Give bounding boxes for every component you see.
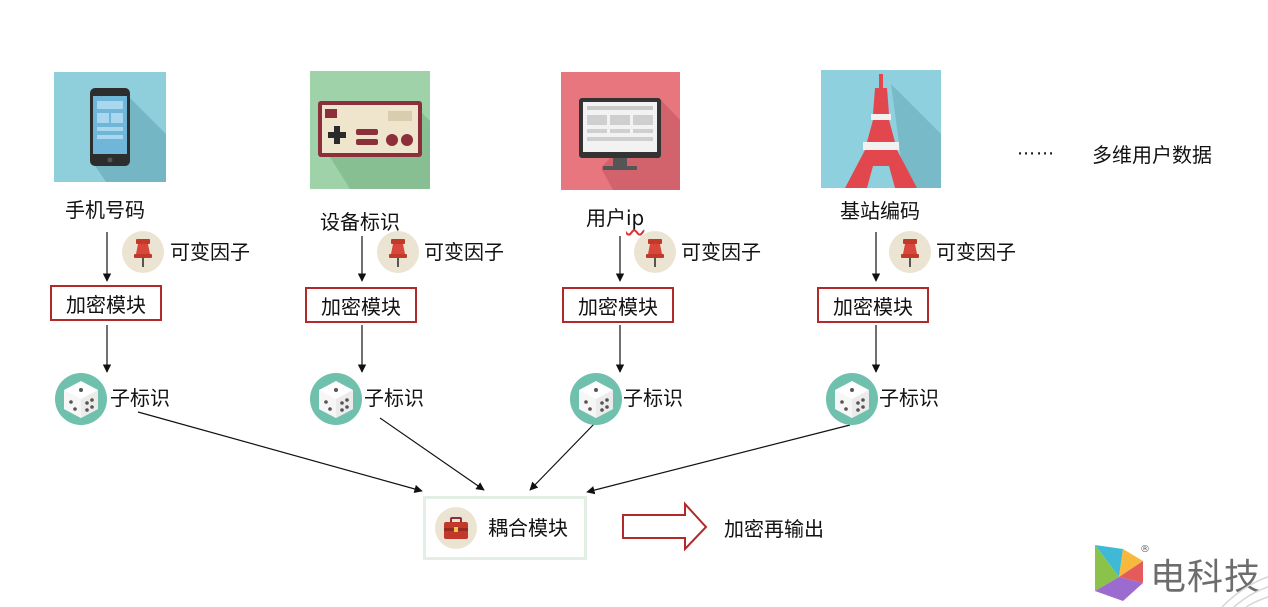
pushpin-icon [634, 231, 676, 273]
encrypt-module-3: 加密模块 [562, 287, 674, 323]
factor-label-2: 可变因子 [424, 240, 504, 264]
decorative-lines [1221, 576, 1268, 607]
factor-label-3: 可变因子 [681, 240, 761, 264]
dice-icon [826, 373, 878, 425]
sub-id-label-4: 子标识 [879, 386, 939, 410]
brand-logo-icon [1095, 545, 1143, 601]
pushpin-icon [122, 231, 164, 273]
more-data-label: 多维用户数据 [1092, 143, 1212, 167]
coupling-label: 耦合模块 [488, 516, 568, 540]
sub-id-label-3: 子标识 [623, 386, 683, 410]
dice-icon [310, 373, 362, 425]
source-label-station: 基站编码 [840, 199, 920, 223]
arrow-subid2-to-coupling [379, 417, 485, 491]
tower-icon [821, 70, 941, 188]
coupling-module: 耦合模块 [423, 496, 587, 560]
encrypt-module-1: 加密模块 [50, 285, 162, 321]
sub-id-label-2: 子标识 [364, 386, 424, 410]
game-controller-icon [310, 71, 430, 189]
source-label-device: 设备标识 [320, 210, 400, 234]
dice-icon [570, 373, 622, 425]
arrow-subid4-to-coupling [586, 424, 851, 495]
arrow-subid3-to-coupling [529, 421, 597, 491]
smartphone-icon [54, 72, 166, 182]
encrypt-module-2: 加密模块 [305, 287, 417, 323]
toolbox-icon [435, 507, 477, 549]
source-label-phone: 手机号码 [65, 198, 145, 222]
encrypt-module-4: 加密模块 [817, 287, 929, 323]
pushpin-icon [889, 231, 931, 273]
arrow-subid1-to-coupling [137, 411, 423, 494]
source-label-ip: 用户ip [586, 206, 645, 230]
output-label: 加密再输出 [724, 517, 824, 541]
ellipsis: ⋯⋯ [1017, 143, 1055, 164]
sub-id-label-1: 子标识 [110, 386, 170, 410]
dice-icon [55, 373, 107, 425]
factor-label-4: 可变因子 [936, 240, 1016, 264]
monitor-icon [561, 72, 680, 190]
output-arrow [622, 501, 708, 552]
factor-label-1: 可变因子 [170, 240, 250, 264]
pushpin-icon [377, 231, 419, 273]
registered-mark: ® [1140, 544, 1150, 555]
